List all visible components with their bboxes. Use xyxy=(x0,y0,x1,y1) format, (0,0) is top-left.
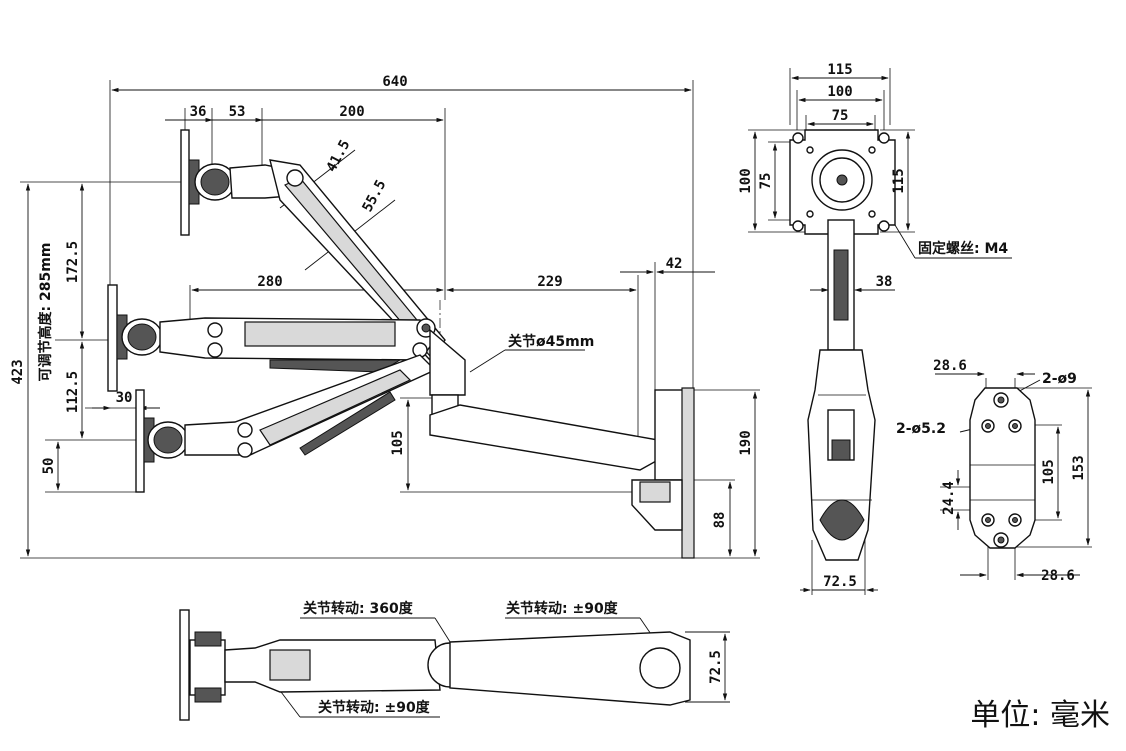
front-dimension-texts: 115 100 75 100 75 115 固定螺丝: M4 38 72.5 xyxy=(738,62,1008,590)
dim-28-6-top: 28.6 xyxy=(933,358,967,374)
arm-top-position xyxy=(180,129,446,362)
rotation-360-label: 关节转动: 360度 xyxy=(303,600,414,617)
top-view: 关节转动: 360度 关节转动: ±90度 关节转动: ±90度 72.5 xyxy=(179,600,730,721)
dim-640: 640 xyxy=(382,74,407,90)
side-view: 640 36 53 200 41.5 55.5 280 229 42 423 可… xyxy=(10,74,760,559)
front-arm-body xyxy=(807,219,876,561)
dim-50: 50 xyxy=(41,458,57,475)
dim-229: 229 xyxy=(537,274,562,290)
vesa-plate xyxy=(789,129,896,235)
arm-middle-position xyxy=(107,284,436,392)
top-dimension-texts: 关节转动: 360度 关节转动: ±90度 关节转动: ±90度 72.5 xyxy=(303,600,724,716)
wall-plate-view: 28.6 2-ø9 2-ø5.2 24.4 105 153 28.6 xyxy=(896,358,1092,584)
dim-75-left: 75 xyxy=(758,173,774,190)
plate-dimension-texts: 28.6 2-ø9 2-ø5.2 24.4 105 153 28.6 xyxy=(896,358,1087,584)
wall-plate xyxy=(969,387,1036,549)
side-dimension-texts: 640 36 53 200 41.5 55.5 280 229 42 423 可… xyxy=(10,74,754,528)
dim-28-6-bottom: 28.6 xyxy=(1041,568,1075,584)
dim-38: 38 xyxy=(876,274,893,290)
dim-423: 423 xyxy=(10,359,26,384)
dim-36: 36 xyxy=(190,104,207,120)
dim-153: 153 xyxy=(1071,455,1087,480)
dim-115-right: 115 xyxy=(891,168,907,193)
hole-2-9-label: 2-ø9 xyxy=(1042,371,1077,387)
dim-72-5-top: 72.5 xyxy=(708,650,724,684)
adjustable-height-label: 可调节高度: 285mm xyxy=(37,243,54,382)
top-arm-body xyxy=(179,609,691,721)
joint-diameter-label: 关节ø45mm xyxy=(508,333,594,350)
front-dimension-lines xyxy=(752,75,1012,593)
plate-dimension-lines xyxy=(935,371,1091,578)
dim-72-5-front: 72.5 xyxy=(823,574,857,590)
dim-53: 53 xyxy=(229,104,246,120)
side-extension-lines xyxy=(20,80,760,559)
dim-200: 200 xyxy=(339,104,364,120)
dim-24-4: 24.4 xyxy=(941,481,957,515)
dim-55-5: 55.5 xyxy=(359,177,389,214)
dim-105-side: 105 xyxy=(390,430,406,455)
dim-172-5: 172.5 xyxy=(65,241,81,283)
dim-41-5: 41.5 xyxy=(323,137,353,174)
dim-190: 190 xyxy=(738,430,754,455)
dim-105-plate: 105 xyxy=(1041,459,1057,484)
front-view: 115 100 75 100 75 115 固定螺丝: M4 38 72.5 xyxy=(738,62,1012,595)
dim-75-top: 75 xyxy=(832,108,849,124)
dim-115-top: 115 xyxy=(827,62,852,78)
rotation-90-bottom-label: 关节转动: ±90度 xyxy=(318,699,431,716)
dim-42: 42 xyxy=(666,256,683,272)
screw-spec-label: 固定螺丝: M4 xyxy=(918,240,1008,257)
dim-30: 30 xyxy=(116,390,133,406)
wall-mount-assembly xyxy=(429,328,695,559)
side-dimension-lines xyxy=(25,87,758,557)
dim-112-5: 112.5 xyxy=(65,371,81,413)
dim-280: 280 xyxy=(257,274,282,290)
hole-2-5-2-label: 2-ø5.2 xyxy=(896,421,946,437)
unit-label: 单位: 毫米 xyxy=(970,698,1110,733)
dim-100-left: 100 xyxy=(738,168,754,193)
arm-bottom-position xyxy=(135,354,437,493)
dim-88: 88 xyxy=(712,512,728,529)
dim-100-top: 100 xyxy=(827,84,852,100)
rotation-90-right-label: 关节转动: ±90度 xyxy=(506,600,619,617)
